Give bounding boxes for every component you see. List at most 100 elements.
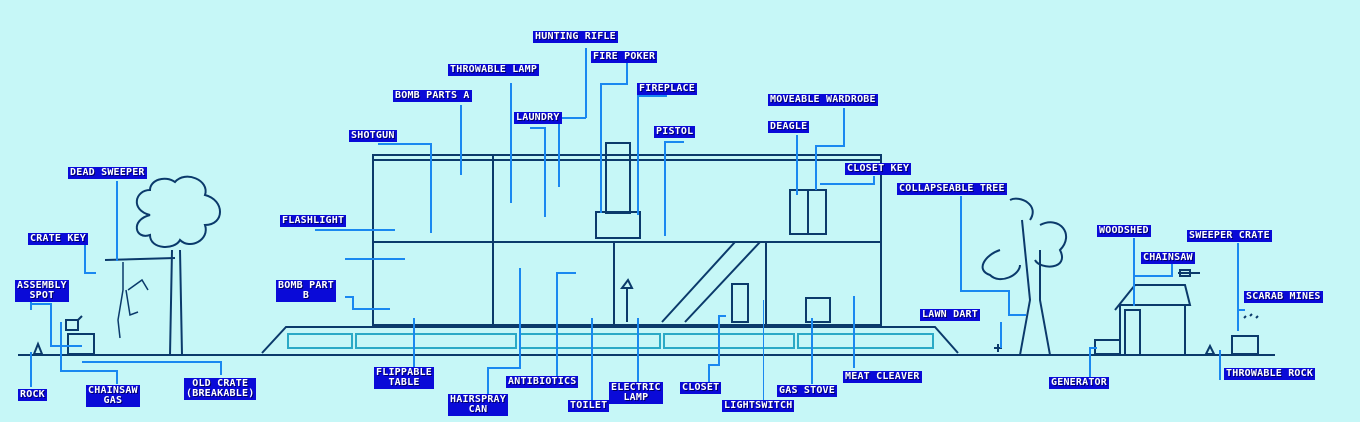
leader-line [30,352,32,387]
leader-line [556,272,576,274]
label-assembly-spot: ASSEMBLY SPOT [15,280,69,302]
label-flippable-table: FLIPPABLE TABLE [374,367,434,389]
leader-line [378,143,432,145]
leader-line [815,145,845,147]
leader-line [585,48,587,118]
leader-line [345,258,405,260]
collapseable-tree [981,197,1067,356]
leader-line [519,268,521,368]
leader-line [1171,264,1173,276]
label-pistol: PISTOL [654,126,696,138]
leader-line [510,83,512,203]
leader-line [1089,347,1097,349]
label-deagle: DEAGLE [768,121,810,133]
label-flashlight: FLASHLIGHT [280,215,347,227]
label-scarab-mines: SCARAB MINES [1244,291,1323,303]
leader-line [460,105,462,175]
leader-line [1237,309,1245,311]
label-toilet: TOILET [568,400,610,412]
leader-line [637,318,639,384]
leader-line [600,83,602,213]
leader-line [315,229,395,231]
leader-line [60,370,118,372]
leader-line [30,303,52,305]
house-outline [372,154,882,326]
leader-line [708,364,720,366]
leader-line [1219,350,1221,380]
label-laundry: LAUNDRY [514,112,562,124]
leader-line [1237,243,1239,331]
leader-line [352,296,354,309]
leader-line [626,63,628,83]
leader-line [544,127,546,217]
woodshed-shape [1114,284,1192,356]
label-lightswitch: LIGHTSWITCH [722,400,795,412]
gas-stove-shape [805,297,831,323]
chimney [605,142,631,214]
leader-line [1089,347,1091,377]
chainsaw-shape [1178,269,1200,277]
label-collapseable-tree: COLLAPSEABLE TREE [897,183,1007,195]
label-gas-stove: GAS STOVE [777,385,837,397]
leader-line [84,245,86,273]
leader-line [50,345,82,347]
leader-line [873,176,875,184]
label-moveable-wardrobe: MOVEABLE WARDROBE [768,94,878,106]
leader-line [815,145,817,190]
leader-line [487,367,489,397]
leader-line [664,141,666,236]
label-hunting-rifle: HUNTING RIFLE [533,31,618,43]
leader-line [430,143,432,233]
generator-shape [1094,339,1121,355]
leader-line [60,322,62,372]
leader-line [530,127,544,129]
label-chainsaw: CHAINSAW [1141,252,1195,264]
label-chainsaw-gas: CHAINSAW GAS [86,385,140,407]
leader-line [556,272,558,377]
leader-line [708,364,710,384]
leader-line [763,300,764,400]
leader-line [1008,314,1026,316]
leader-line [960,290,1010,292]
leader-line [50,303,52,345]
electric-lamp-shape [620,278,634,322]
leader-line [960,196,962,291]
label-electric-lamp: ELECTRIC LAMP [609,382,663,404]
label-woodshed: WOODSHED [1097,225,1151,237]
label-fire-poker: FIRE POKER [591,51,658,63]
leader-line [352,308,390,310]
leader-line [718,315,726,317]
label-lawn-dart: LAWN DART [920,309,980,321]
leader-line [84,272,96,274]
leader-line [796,135,798,195]
leader-line [413,318,415,368]
leader-line [30,302,32,310]
label-antibiotics: ANTIBIOTICS [506,376,579,388]
label-shotgun: SHOTGUN [349,130,397,142]
leader-line [1008,290,1010,315]
label-sweeper-crate: SWEEPER CRATE [1187,230,1272,242]
label-bomb-parts-a: BOMB PARTS A [393,90,472,102]
lawn-dart-shape [994,344,1002,352]
leader-line [1133,275,1173,277]
leader-line [558,117,560,187]
leader-line [345,296,353,298]
leader-line [637,95,639,215]
throwable-rock-shape [1204,343,1216,355]
label-meat-cleaver: MEAT CLEAVER [843,371,922,383]
label-closet-key: CLOSET KEY [845,163,912,175]
gas-can-shape [65,315,83,331]
label-throwable-rock: THROWABLE ROCK [1224,368,1316,380]
leader-line [664,141,684,143]
closet-door [731,283,749,323]
leader-line [811,318,813,384]
leader-line [591,318,593,403]
label-generator: GENERATOR [1049,377,1109,389]
house-foundation [261,326,959,354]
rock-shape [32,341,44,355]
leader-line [487,367,521,369]
scarab-mines-shape [1243,313,1259,319]
fireplace-shape [595,211,641,239]
leader-line [718,315,720,365]
